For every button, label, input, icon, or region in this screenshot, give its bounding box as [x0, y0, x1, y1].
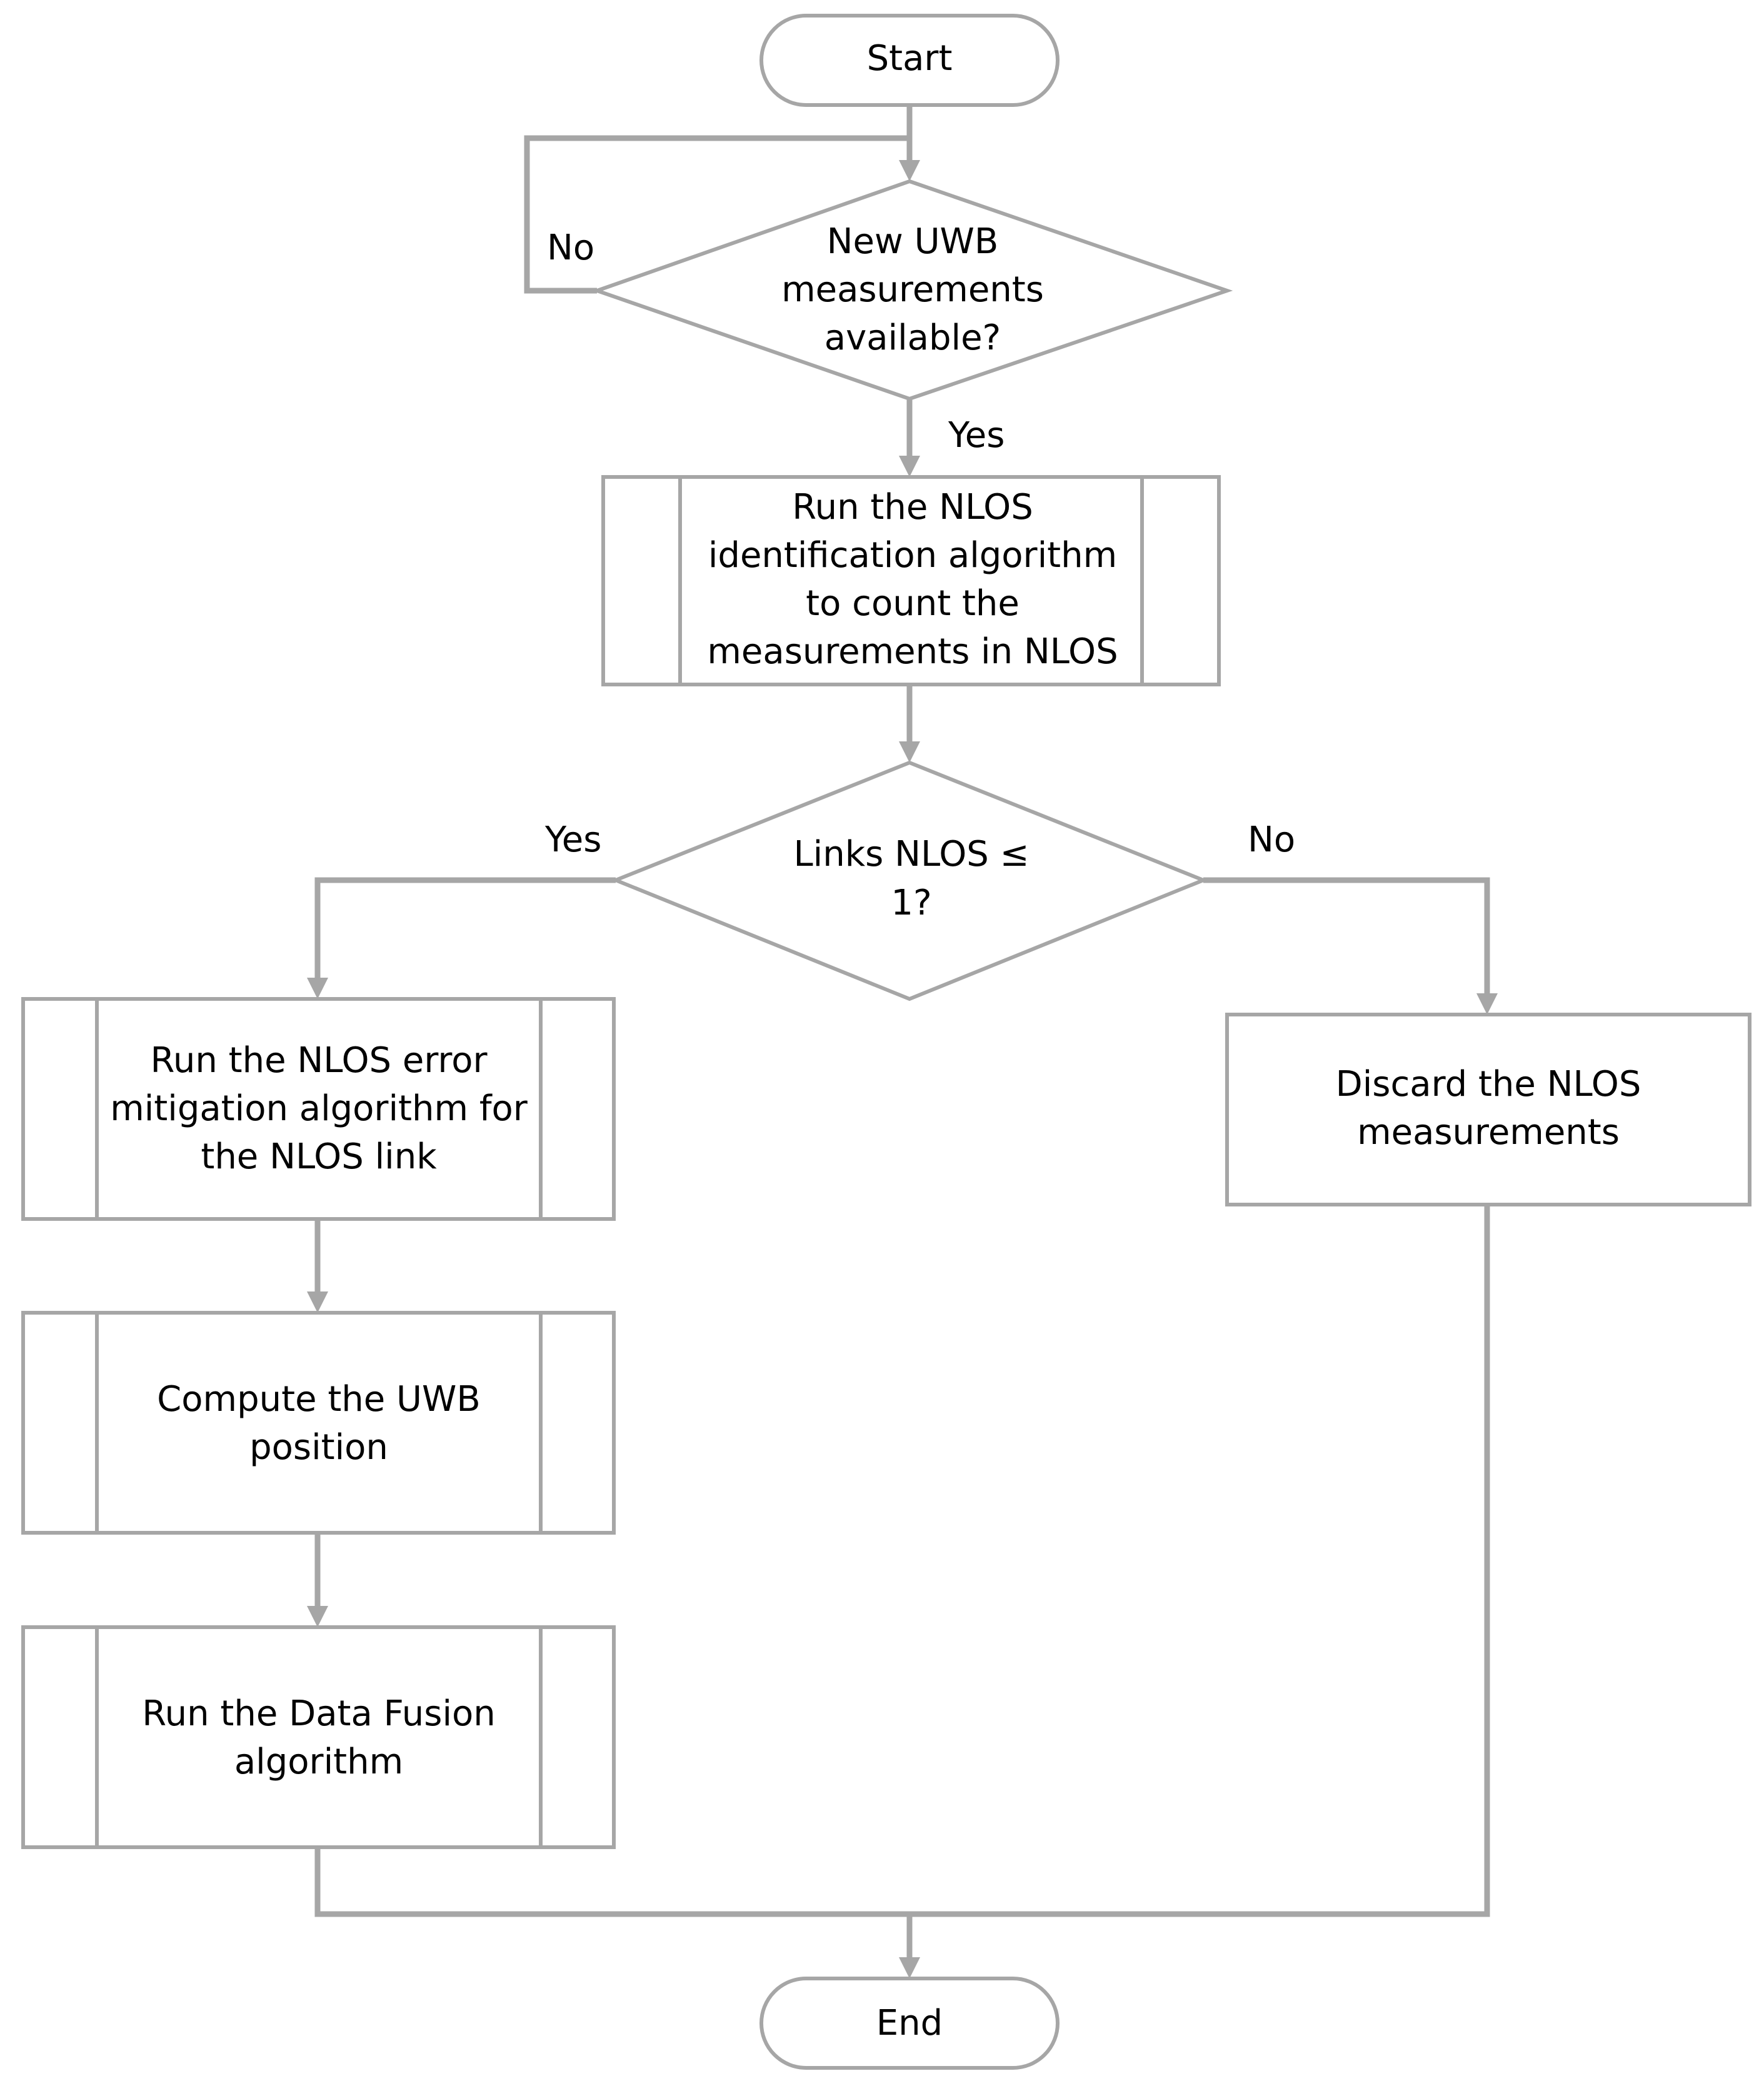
- edge-label-branch-no: No: [1248, 820, 1295, 860]
- decision-new-line-1: New UWB: [827, 221, 999, 262]
- connector-links-yes: [314, 877, 616, 983]
- connector-loop-no: [524, 135, 910, 294]
- decision-links-line-1: Links NLOS ≤: [793, 834, 1029, 875]
- decision-new-line-3: available?: [824, 318, 1001, 358]
- decision-new-line-2: measurements: [781, 269, 1044, 310]
- decision-links-line-2: 1?: [891, 883, 931, 923]
- decision-links-nlos: Links NLOS ≤ 1?: [610, 760, 1209, 1001]
- end-terminator: End: [759, 1977, 1060, 2070]
- fusion-line-1: Run the Data Fusion: [142, 1693, 496, 1734]
- identification-line-2: identification algorithm: [708, 535, 1117, 576]
- mitigation-line-3: the NLOS link: [201, 1136, 437, 1177]
- arrowhead-discard: [1476, 993, 1498, 1015]
- process-compute-position: Compute the UWB position: [21, 1311, 616, 1535]
- edge-labels: No Yes Yes No: [544, 228, 1295, 860]
- process-nlos-identification: Run the NLOS identification algorithm to…: [601, 475, 1221, 686]
- process-data-fusion: Run the Data Fusion algorithm: [21, 1625, 616, 1849]
- start-label: Start: [867, 38, 953, 79]
- discard-line-2: measurements: [1357, 1112, 1620, 1153]
- process-discard: Discard the NLOS measurements: [1225, 1013, 1751, 1206]
- decision-new-measurements: New UWB measurements available?: [591, 179, 1233, 401]
- compute-line-1: Compute the UWB: [157, 1379, 481, 1420]
- connector-discard-to-merge: [910, 1205, 1490, 1917]
- fusion-line-2: algorithm: [234, 1742, 403, 1782]
- identification-line-4: measurements in NLOS: [707, 631, 1118, 672]
- start-terminator: Start: [759, 14, 1060, 107]
- discard-line-1: Discard the NLOS: [1336, 1064, 1641, 1105]
- compute-line-2: position: [249, 1427, 388, 1468]
- arrowhead-end: [899, 1957, 920, 1978]
- end-label: End: [876, 2003, 943, 2043]
- connectors: [307, 105, 1498, 1978]
- arrowhead-compute: [307, 1291, 328, 1313]
- mitigation-line-1: Run the NLOS error: [151, 1040, 488, 1081]
- arrowhead-identification: [899, 456, 920, 477]
- identification-line-1: Run the NLOS: [792, 487, 1033, 528]
- identification-line-3: to count the: [806, 583, 1020, 624]
- process-error-mitigation: Run the NLOS error mitigation algorithm …: [21, 997, 616, 1221]
- connector-links-no: [1203, 877, 1490, 999]
- arrowhead-error-mitigation: [307, 978, 328, 999]
- connector-fusion-to-merge: [314, 1847, 910, 1917]
- edge-label-yes-down: Yes: [948, 415, 1005, 456]
- edge-label-loop-no: No: [547, 228, 594, 268]
- mitigation-line-2: mitigation algorithm for: [110, 1088, 528, 1129]
- arrowhead-fusion: [307, 1606, 328, 1627]
- arrowhead-decision-new: [899, 160, 920, 181]
- arrowhead-links: [899, 741, 920, 763]
- edge-label-branch-yes: Yes: [544, 820, 601, 860]
